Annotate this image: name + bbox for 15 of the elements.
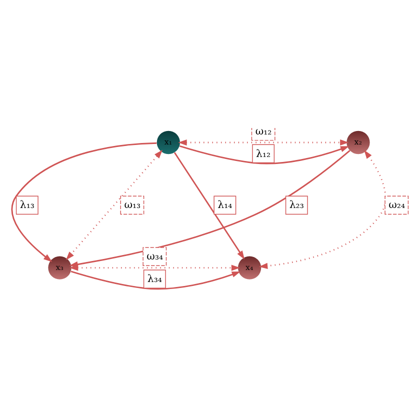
arrow [11,142,157,262]
edge-label: λ₁₂ [256,148,271,160]
arrow [178,139,349,146]
edge-label: λ₂₃ [289,200,304,212]
edge-label: ω₃₄ [146,252,164,263]
edge-label: λ₁₄ [218,200,232,212]
arrow [69,264,240,271]
edge-label: ω₁₂ [255,126,272,138]
edge-label: λ₃₄ [147,274,162,286]
arrow [258,150,386,269]
arrow [174,152,245,260]
arrow [66,150,163,260]
edge-label: ω₂₄ [388,200,406,212]
edge-label: λ₁₃ [20,200,34,212]
edge-label: ω₁₃ [124,200,141,212]
